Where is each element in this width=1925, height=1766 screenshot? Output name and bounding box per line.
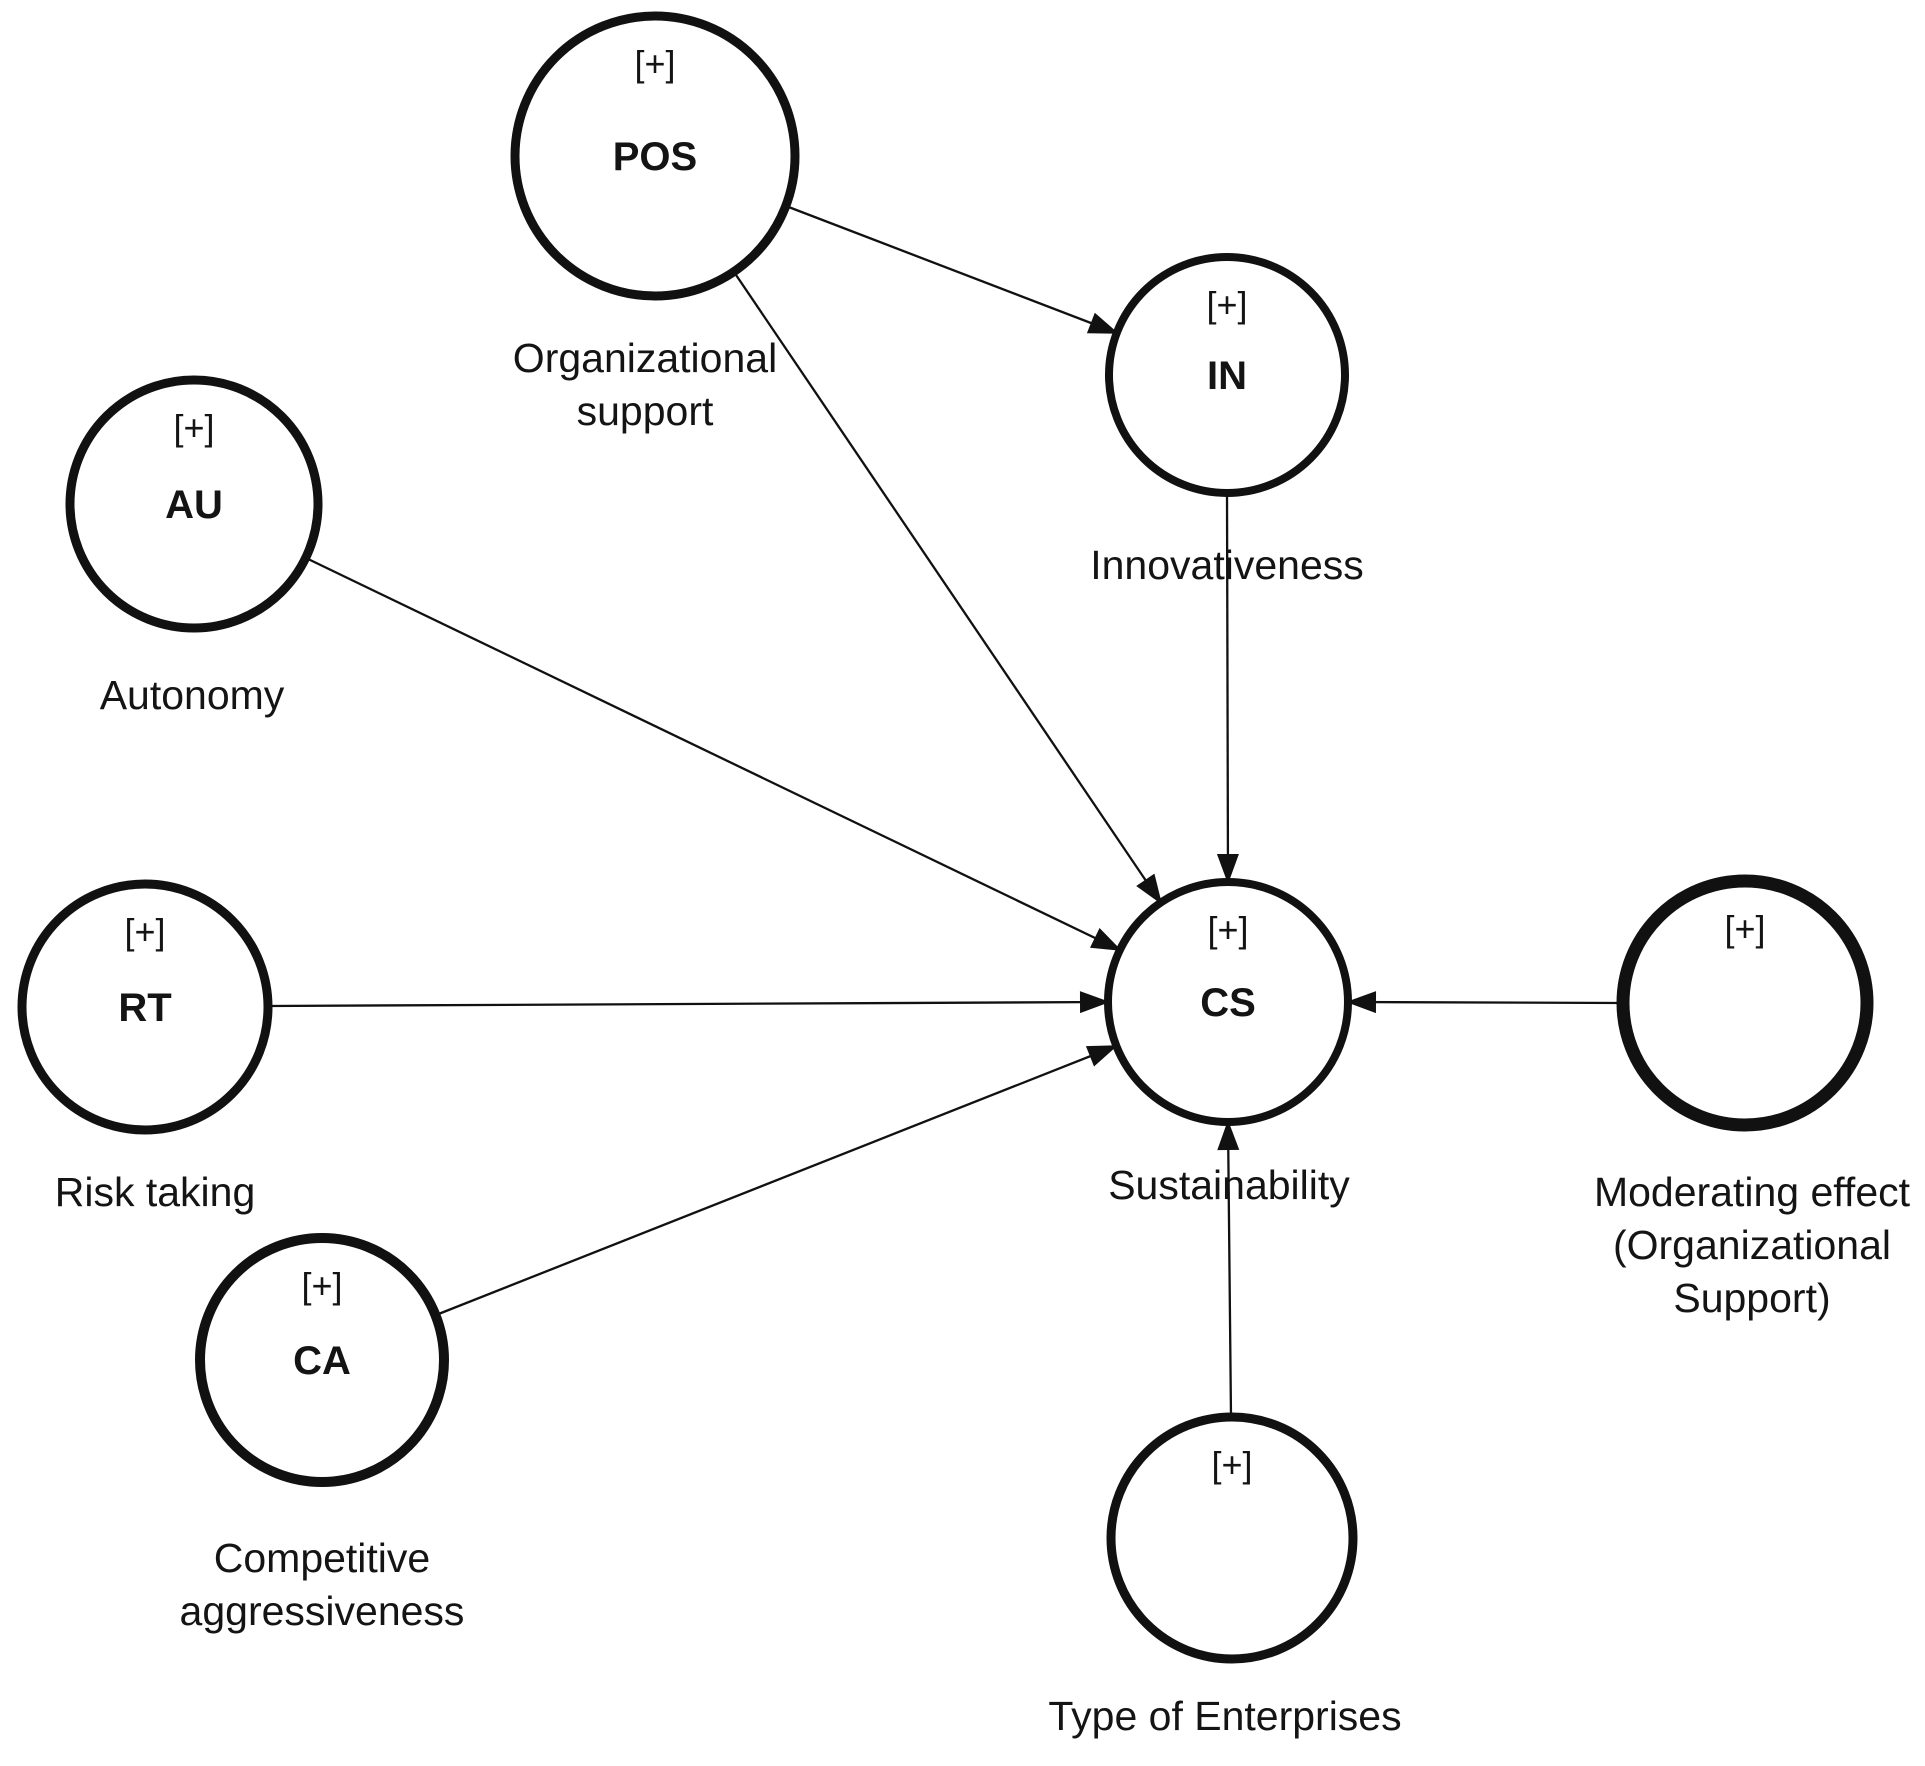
node-cs: [+] CS Sustainability bbox=[1104, 878, 1352, 1208]
node-pos: [+] POS Organizational support bbox=[510, 11, 800, 434]
node-pos-label-line-1: Organizational bbox=[513, 335, 777, 381]
node-in-label-line-1: Innovativeness bbox=[1090, 542, 1364, 588]
node-mod-circle bbox=[1616, 874, 1874, 1132]
node-mod-label-line-1: Moderating effect bbox=[1594, 1169, 1911, 1215]
node-type-sign: [+] bbox=[1211, 1444, 1252, 1485]
edge-pos-to-cs-arrow bbox=[733, 271, 1163, 905]
edge-type-to-cs-arrow bbox=[1217, 1120, 1240, 1418]
node-rt-circle bbox=[17, 879, 273, 1135]
node-pos-abbr: POS bbox=[613, 135, 697, 179]
node-au-label-line-1: Autonomy bbox=[100, 672, 285, 718]
node-cs-sign: [+] bbox=[1207, 909, 1248, 950]
node-ca-label-line-1: Competitive bbox=[214, 1535, 430, 1581]
node-ca-abbr: CA bbox=[293, 1339, 351, 1383]
node-cs-label-line-1: Sustainability bbox=[1108, 1162, 1350, 1208]
node-ca-sign: [+] bbox=[301, 1265, 342, 1306]
node-type-label-line-1: Type of Enterprises bbox=[1048, 1693, 1401, 1739]
node-mod-sign: [+] bbox=[1724, 908, 1765, 949]
node-ca-circle bbox=[195, 1233, 449, 1487]
node-pos-sign: [+] bbox=[634, 43, 675, 84]
edge-rt-to-cs-arrow bbox=[267, 991, 1110, 1014]
edge-au-to-cs-arrow bbox=[305, 556, 1122, 952]
node-in-abbr: IN bbox=[1207, 354, 1247, 398]
node-in-sign: [+] bbox=[1206, 284, 1247, 325]
node-rt: [+] RT Risk taking bbox=[17, 879, 273, 1215]
node-cs-circle bbox=[1104, 878, 1352, 1126]
node-mod-label-line-2: (Organizational bbox=[1613, 1222, 1891, 1268]
node-in-circle bbox=[1105, 253, 1349, 497]
node-au-abbr: AU bbox=[165, 483, 223, 527]
node-ca-label-line-2: aggressiveness bbox=[180, 1588, 465, 1634]
node-au: [+] AU Autonomy bbox=[65, 375, 323, 718]
node-mod: [+] Moderating effect (OrganizationalSuppo… bbox=[1594, 874, 1911, 1321]
node-type-circle bbox=[1106, 1412, 1358, 1664]
node-pos-label-line-2: support bbox=[577, 388, 714, 434]
edge-in-to-cs-arrow bbox=[1216, 492, 1239, 884]
node-au-circle bbox=[65, 375, 323, 633]
node-rt-sign: [+] bbox=[124, 911, 165, 952]
node-pos-circle bbox=[510, 11, 800, 301]
edge-ca-to-cs-arrow bbox=[435, 1044, 1118, 1317]
node-rt-label-line-1: Risk taking bbox=[55, 1169, 256, 1215]
node-au-sign: [+] bbox=[173, 407, 214, 448]
node-in: [+] IN Innovativeness bbox=[1090, 253, 1364, 588]
edge-pos-to-in-arrow bbox=[785, 204, 1119, 335]
edge-mod-to-cs-arrow bbox=[1346, 991, 1624, 1014]
node-rt-abbr: RT bbox=[118, 986, 171, 1030]
node-type: [+] Type of Enterprises bbox=[1048, 1412, 1402, 1739]
node-ca: [+] CA Competitive aggressiveness bbox=[180, 1233, 465, 1634]
node-mod-label-line-3: Support) bbox=[1673, 1275, 1830, 1321]
node-cs-abbr: CS bbox=[1200, 981, 1256, 1025]
